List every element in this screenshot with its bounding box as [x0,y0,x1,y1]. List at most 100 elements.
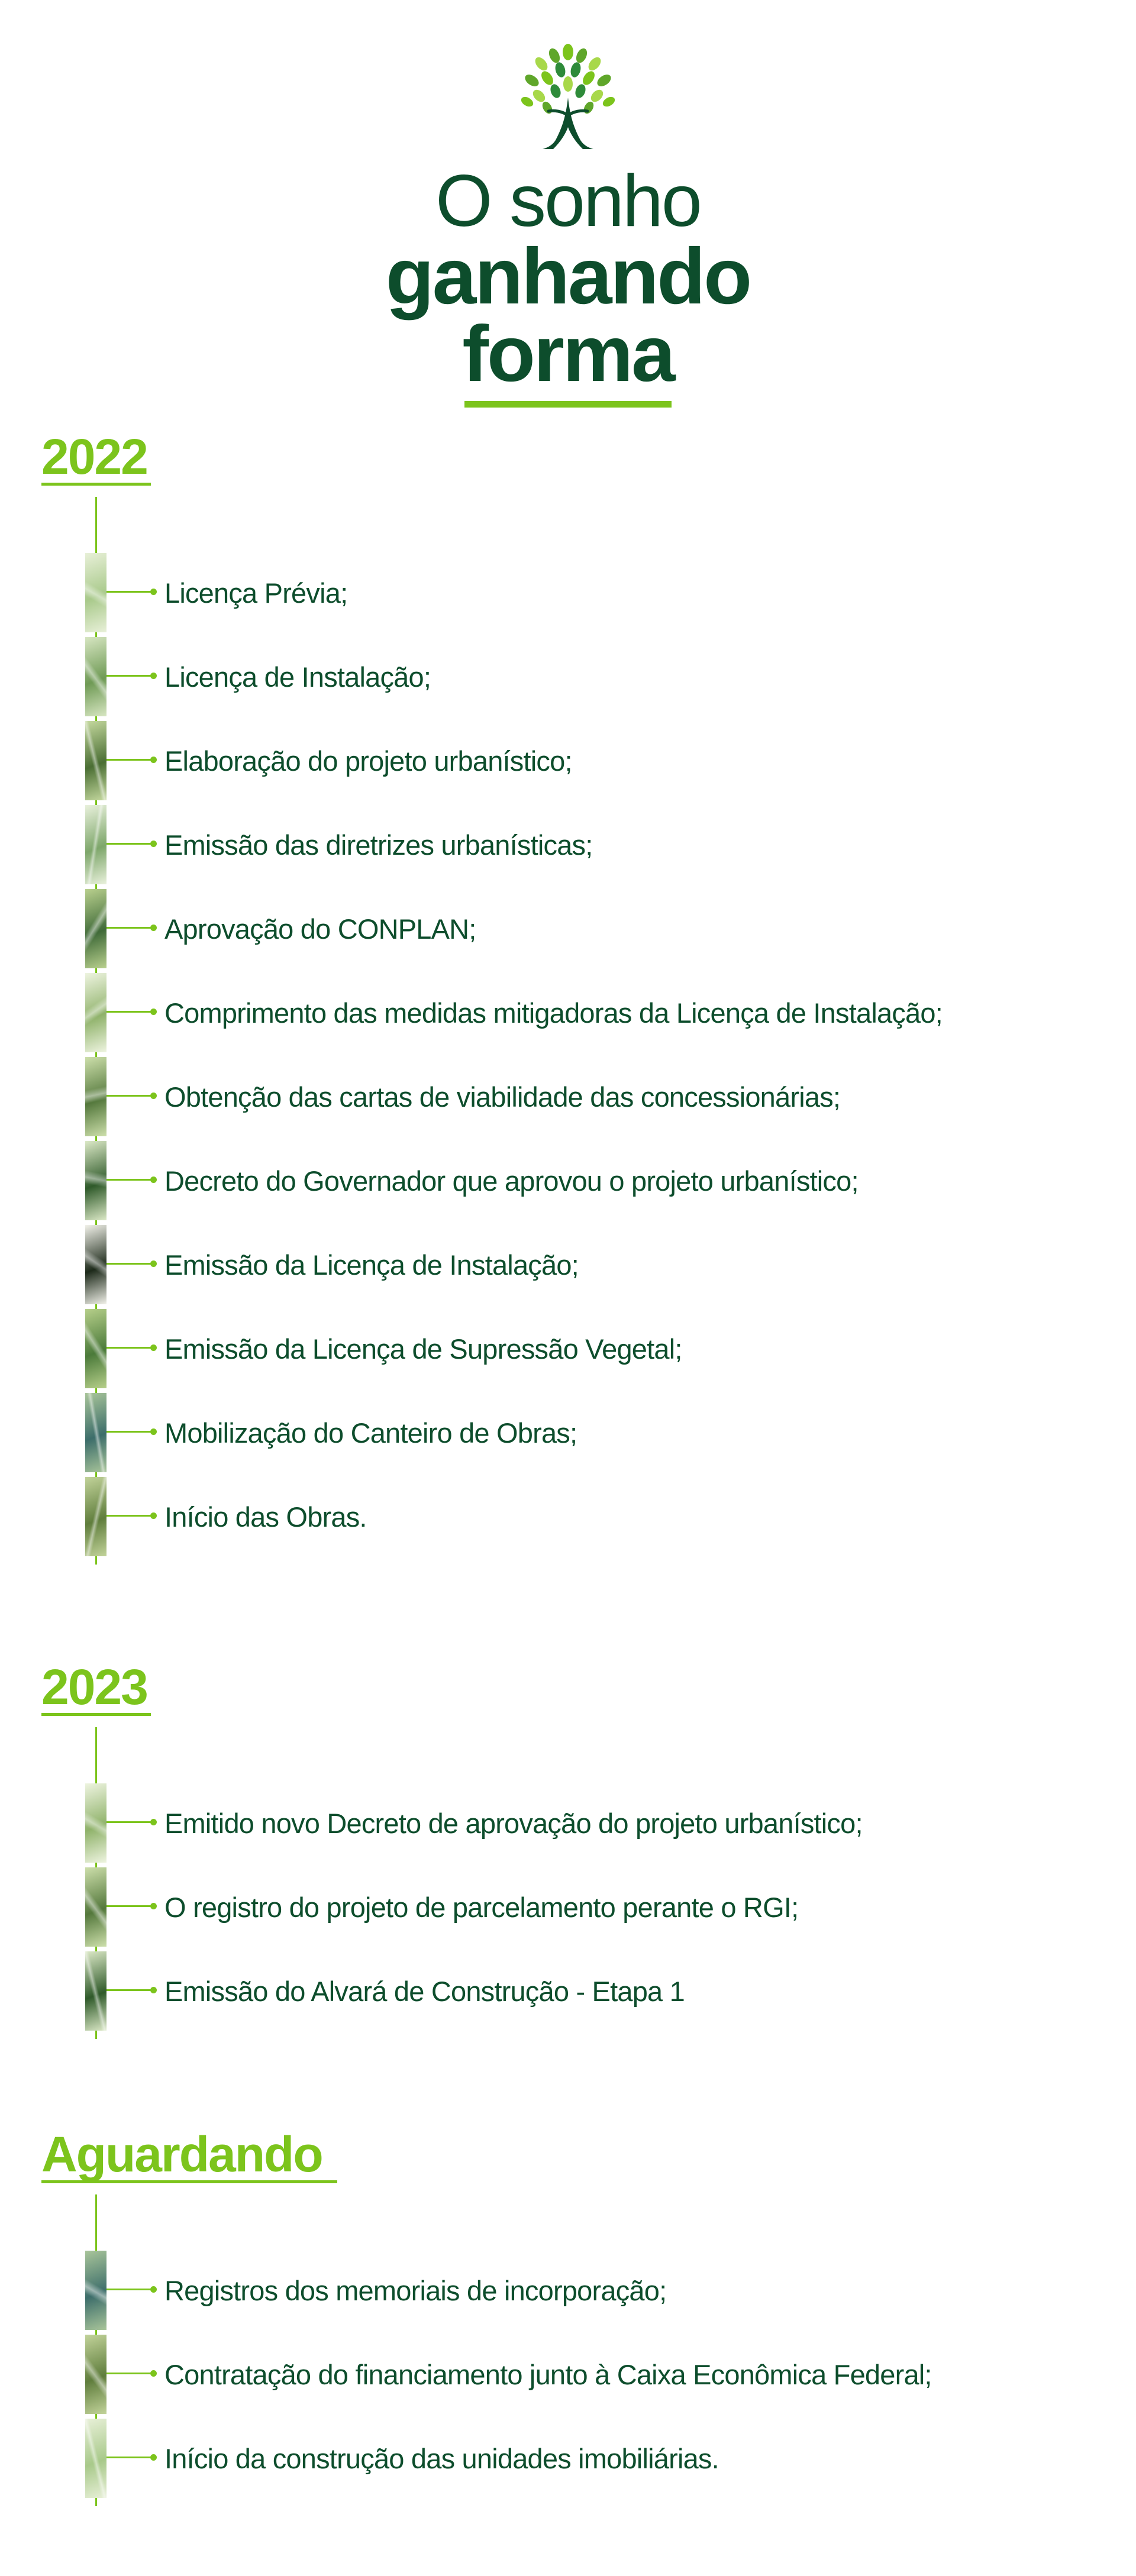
item-dot [150,1260,157,1267]
timeline-item: Emissão da Licença de Supressão Vegetal; [0,1309,1136,1393]
section-heading: Aguardando [41,2126,324,2182]
timeline-item: Licença de Instalação; [0,637,1136,721]
item-thumbnail [85,2419,106,2498]
item-label: Emitido novo Decreto de aprovação do pro… [164,1808,863,1839]
item-dot [150,1987,157,1993]
item-label: Início da construção das unidades imobil… [164,2443,719,2474]
timeline-item: Emissão da Licença de Instalação; [0,1225,1136,1309]
item-dot [150,1009,157,1015]
item-dot [150,1177,157,1183]
section-heading-underline [41,483,151,486]
timeline-item: Emitido novo Decreto de aprovação do pro… [0,1783,1136,1867]
item-thumbnail [85,1309,106,1388]
item-connector [106,1011,154,1013]
item-thumbnail [85,637,106,716]
item-connector [106,1515,154,1517]
item-label: Comprimento das medidas mitigadoras da L… [164,997,943,1029]
item-thumbnail [85,805,106,884]
item-connector [106,927,154,929]
item-dot [150,1344,157,1351]
item-label: Emissão do Alvará de Construção - Etapa … [164,1976,685,2007]
timeline-item: Início da construção das unidades imobil… [0,2419,1136,2503]
item-thumbnail [85,1477,106,1556]
item-thumbnail [85,889,106,968]
item-label: Mobilização do Canteiro de Obras; [164,1417,577,1449]
page-header: O sonho ganhando forma [0,41,1136,408]
item-connector [106,843,154,845]
item-label: Emissão das diretrizes urbanísticas; [164,829,593,861]
item-connector [106,1905,154,1907]
item-connector [106,2289,154,2290]
item-dot [150,1428,157,1435]
item-label: Emissão da Licença de Instalação; [164,1249,579,1281]
section-heading-underline [41,2180,337,2183]
title-line-1: O sonho [435,160,702,242]
item-connector [106,675,154,677]
tree-icon [521,44,615,149]
timeline-item: Mobilização do Canteiro de Obras; [0,1393,1136,1477]
item-thumbnail [85,553,106,632]
timeline-item: Contratação do financiamento junto à Cai… [0,2335,1136,2419]
item-label: O registro do projeto de parcelamento pe… [164,1892,799,1923]
item-connector [106,1431,154,1433]
item-connector [106,1179,154,1181]
item-label: Registros dos memoriais de incorporação; [164,2275,667,2306]
timeline-item: Decreto do Governador que aprovou o proj… [0,1141,1136,1225]
title-line-3: forma [462,309,675,398]
item-thumbnail [85,1141,106,1220]
item-thumbnail [85,973,106,1052]
item-thumbnail [85,2335,106,2414]
item-thumbnail [85,1867,106,1947]
timeline-item: Licença Prévia; [0,553,1136,637]
title-underline [464,401,672,408]
timeline-item: Aprovação do CONPLAN; [0,889,1136,973]
timeline-item: Obtenção das cartas de viabilidade das c… [0,1057,1136,1141]
timeline-item: Comprimento das medidas mitigadoras da L… [0,973,1136,1057]
item-dot [150,1512,157,1519]
item-connector [106,1821,154,1823]
item-label: Elaboração do projeto urbanístico; [164,745,573,777]
item-connector [106,2373,154,2374]
item-thumbnail [85,1057,106,1136]
item-dot [150,2286,157,2293]
item-label: Licença de Instalação; [164,661,431,693]
item-dot [150,2370,157,2377]
item-thumbnail [85,1225,106,1304]
item-dot [150,2454,157,2461]
item-dot [150,925,157,931]
item-connector [106,1347,154,1349]
item-dot [150,1093,157,1099]
timeline-item: Emissão das diretrizes urbanísticas; [0,805,1136,889]
item-connector [106,1263,154,1265]
item-dot [150,1819,157,1825]
section-heading: 2022 [41,429,149,484]
item-label: Obtenção das cartas de viabilidade das c… [164,1081,841,1113]
item-thumbnail [85,2251,106,2330]
item-label: Emissão da Licença de Supressão Vegetal; [164,1333,682,1365]
item-connector [106,2457,154,2458]
item-thumbnail [85,1783,106,1863]
item-dot [150,757,157,763]
item-thumbnail [85,721,106,800]
timeline-item: Elaboração do projeto urbanístico; [0,721,1136,805]
item-connector [106,759,154,761]
section-heading: 2023 [41,1659,149,1715]
item-label: Licença Prévia; [164,577,348,609]
timeline-item: Início das Obras. [0,1477,1136,1561]
item-dot [150,673,157,679]
item-connector [106,1095,154,1097]
item-label: Decreto do Governador que aprovou o proj… [164,1165,859,1197]
item-label: Início das Obras. [164,1501,367,1533]
item-label: Contratação do financiamento junto à Cai… [164,2359,932,2390]
item-thumbnail [85,1393,106,1472]
section-heading-underline [41,1713,151,1716]
timeline-item: Emissão do Alvará de Construção - Etapa … [0,1951,1136,2035]
title-line-2: ganhando [385,232,752,321]
item-thumbnail [85,1951,106,2031]
item-dot [150,589,157,595]
item-dot [150,841,157,847]
